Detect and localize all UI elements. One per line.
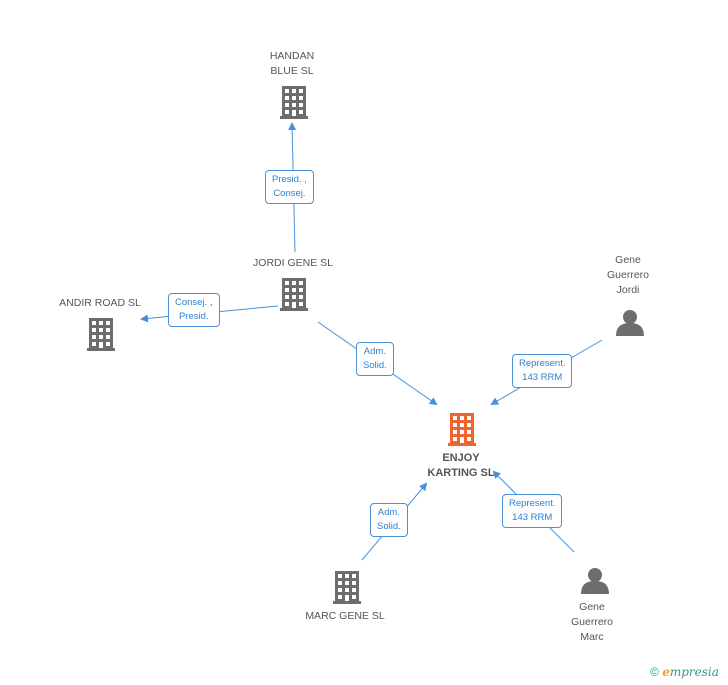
edge-label-jordi-andir[interactable]: Consej. , Presid. bbox=[168, 293, 220, 327]
node-label-enjoy[interactable]: ENJOY KARTING SL bbox=[427, 452, 495, 479]
building-icon[interactable] bbox=[280, 86, 308, 119]
brand-logo: empresia bbox=[662, 665, 719, 679]
node-label-jordi-gene[interactable]: JORDI GENE SL bbox=[253, 257, 333, 269]
edge-label-jordi-enjoy[interactable]: Adm. Solid. bbox=[356, 342, 394, 376]
edge-label-genemarc-enjoy[interactable]: Represent. 143 RRM bbox=[502, 494, 563, 528]
node-label-handan[interactable]: HANDAN BLUE SL bbox=[269, 50, 315, 77]
person-icon[interactable] bbox=[616, 310, 644, 336]
node-label-gene-jordi[interactable]: Gene Guerrero Jordi bbox=[606, 254, 649, 296]
edge-label-jordi-handan[interactable]: Presid. , Consej. bbox=[265, 170, 314, 204]
node-label-gene-marc[interactable]: Gene Guerrero Marc bbox=[570, 601, 613, 643]
copyright-symbol: © bbox=[650, 665, 659, 679]
edge-label-marc-enjoy[interactable]: Adm. Solid. bbox=[370, 503, 408, 537]
building-icon[interactable] bbox=[448, 413, 476, 446]
node-label-marc-gene[interactable]: MARC GENE SL bbox=[305, 610, 385, 622]
person-icon[interactable] bbox=[581, 568, 609, 594]
edge-label-genejordi-enjoy[interactable]: Represent. 143 RRM bbox=[512, 354, 573, 388]
node-label-andir[interactable]: ANDIR ROAD SL bbox=[59, 297, 141, 309]
building-icon[interactable] bbox=[280, 278, 308, 311]
building-icon[interactable] bbox=[87, 318, 115, 351]
footer-brand: © empresia bbox=[650, 665, 719, 679]
building-icon[interactable] bbox=[333, 571, 361, 604]
